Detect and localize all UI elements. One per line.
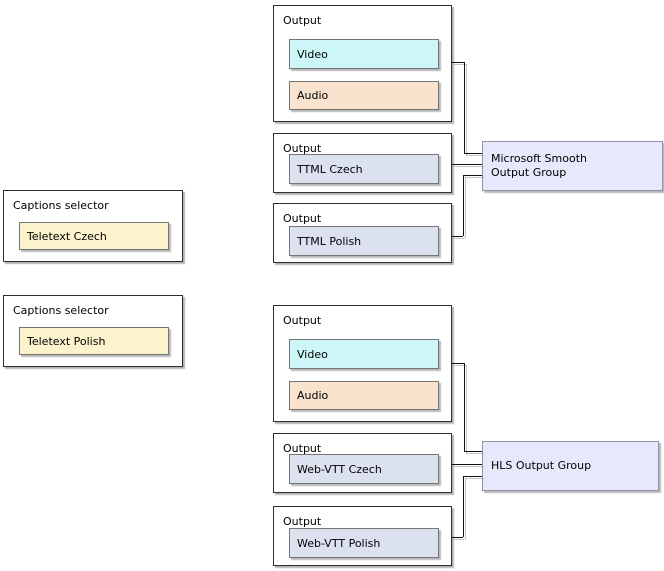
connector-ttml-polish-h2 [463, 175, 482, 176]
captions-selector-box-polish: Captions selector Teletext Polish [3, 295, 183, 367]
connector-smooth-av-h2 [464, 153, 482, 154]
ttml-czech-text: TTML Czech [297, 162, 363, 176]
teletext-polish-item: Teletext Polish [19, 327, 169, 355]
captions-selector-label: Captions selector [13, 304, 109, 317]
video-item: Video [289, 339, 439, 369]
ttml-czech-item: TTML Czech [289, 154, 439, 184]
video-item: Video [289, 39, 439, 69]
connector-ttml-polish-v [463, 175, 464, 236]
connector-hls-av-h1 [452, 363, 464, 364]
output-label: Output [283, 442, 322, 455]
output-label: Output [283, 14, 322, 27]
webvtt-polish-text: Web-VTT Polish [297, 536, 381, 550]
connector-smooth-av-v [464, 62, 465, 153]
ttml-polish-item: TTML Polish [289, 226, 439, 256]
connector-hls-av-h2 [464, 451, 482, 452]
video-text: Video [297, 347, 328, 361]
output-label: Output [283, 515, 322, 528]
output-box-smooth-av: Output Video Audio [273, 5, 452, 122]
connector-webvtt-polish-v [463, 476, 464, 537]
webvtt-czech-item: Web-VTT Czech [289, 454, 439, 484]
output-box-ttml-polish: Output TTML Polish [273, 203, 452, 263]
teletext-czech-item: Teletext Czech [19, 222, 169, 250]
connector-smooth-av-h1 [452, 62, 464, 63]
audio-item: Audio [289, 381, 439, 410]
microsoft-smooth-output-group-label: Microsoft Smooth Output Group [491, 152, 587, 179]
output-label: Output [283, 212, 322, 225]
audio-text: Audio [297, 89, 329, 102]
connector-webvtt-czech [452, 464, 482, 465]
captions-selector-label: Captions selector [13, 199, 109, 212]
output-box-webvtt-polish: Output Web-VTT Polish [273, 506, 452, 566]
connector-ttml-polish-h1 [452, 236, 463, 237]
audio-item: Audio [289, 81, 439, 110]
hls-output-group-box: HLS Output Group [482, 441, 659, 491]
connector-webvtt-polish-h1 [452, 537, 463, 538]
output-box-webvtt-czech: Output Web-VTT Czech [273, 433, 452, 493]
ttml-polish-text: TTML Polish [297, 234, 362, 248]
webvtt-czech-text: Web-VTT Czech [297, 462, 382, 476]
output-label: Output [283, 314, 322, 327]
teletext-czech-text: Teletext Czech [27, 229, 107, 243]
microsoft-smooth-output-group-box: Microsoft Smooth Output Group [482, 141, 663, 191]
connector-hls-av-v [464, 363, 465, 451]
video-text: Video [297, 47, 328, 61]
captions-selector-box-czech: Captions selector Teletext Czech [3, 190, 183, 262]
output-box-hls-av: Output Video Audio [273, 305, 452, 422]
connector-ttml-czech [452, 164, 482, 165]
hls-output-group-label: HLS Output Group [491, 459, 592, 472]
connector-webvtt-polish-h2 [463, 476, 482, 477]
teletext-polish-text: Teletext Polish [27, 334, 106, 348]
output-box-ttml-czech: Output TTML Czech [273, 133, 452, 193]
webvtt-polish-item: Web-VTT Polish [289, 528, 439, 558]
output-label: Output [283, 142, 322, 155]
audio-text: Audio [297, 389, 329, 402]
